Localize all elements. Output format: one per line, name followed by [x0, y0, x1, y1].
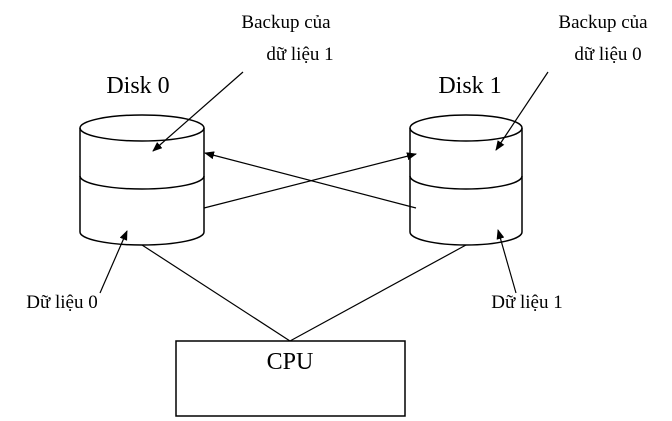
disk-0-body [79, 128, 205, 246]
disk-1-title: Disk 1 [438, 73, 501, 99]
disk-0 [79, 114, 205, 246]
disk-0-title: Disk 0 [106, 73, 169, 99]
disk-0-backup-label-line2: dữ liệu 1 [266, 44, 333, 65]
disk-0-data-pointer-arrow [99, 230, 128, 294]
cpu-to-disk-0-line [141, 244, 291, 342]
disk-1-partition [409, 175, 523, 190]
disk-1-backup-pointer-arrow [495, 71, 549, 151]
disk-1-data-label: Dữ liệu 1 [491, 292, 563, 313]
cpu-label: CPU [267, 349, 314, 375]
cpu-to-disk-1-line [289, 244, 467, 342]
disk-0-data-label: Dữ liệu 0 [26, 292, 98, 313]
disk-1-backup-label-line2: dữ liệu 0 [574, 44, 641, 65]
disk-1-body [409, 128, 523, 246]
disk-1-top [409, 114, 523, 142]
disk-1-data-pointer-arrow [496, 229, 517, 294]
disk-0-top [79, 114, 205, 142]
mirror-arrow-disk0-to-disk1 [203, 152, 417, 209]
disk-0-backup-label-line1: Backup của [241, 12, 331, 33]
disk-1 [409, 114, 523, 246]
disk-0-backup-pointer-arrow [152, 71, 244, 152]
mirror-arrow-disk1-to-disk0 [204, 151, 417, 209]
disk-0-partition [79, 175, 205, 190]
disk-1-backup-label-line1: Backup của [558, 12, 648, 33]
